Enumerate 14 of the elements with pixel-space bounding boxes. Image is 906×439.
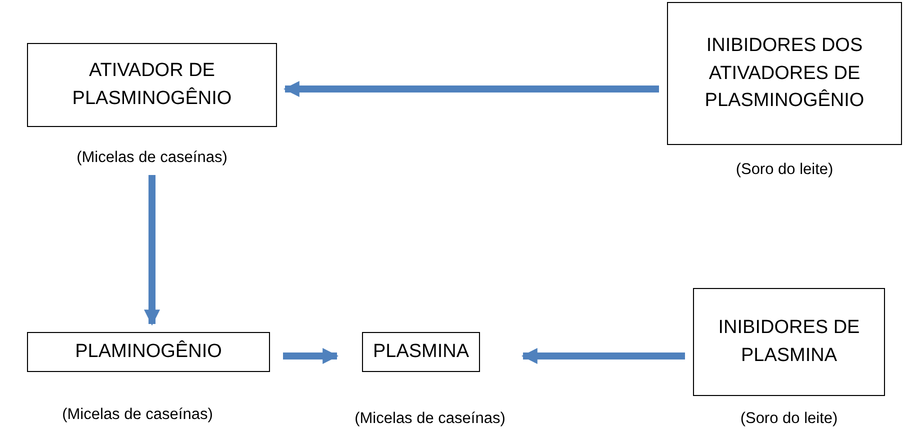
location-note: (Soro do leite) bbox=[736, 161, 834, 179]
arrow bbox=[283, 81, 659, 97]
location-note: (Soro do leite) bbox=[740, 410, 838, 428]
arrow bbox=[144, 175, 160, 326]
process-box: INIBIDORES DE PLASMINA bbox=[693, 288, 885, 396]
location-note: (Micelas de caseínas) bbox=[354, 410, 506, 428]
arrow bbox=[521, 348, 685, 364]
arrow bbox=[283, 348, 339, 364]
location-note: (Micelas de caseínas) bbox=[76, 149, 228, 167]
process-box: PLAMINOGÊNIO bbox=[27, 332, 270, 372]
process-box: ATIVADOR DE PLASMINOGÊNIO bbox=[27, 43, 277, 127]
process-box: PLASMINA bbox=[362, 332, 480, 372]
location-note: (Micelas de caseínas) bbox=[62, 406, 213, 424]
process-box: INIBIDORES DOS ATIVADORES DE PLASMINOGÊNIO bbox=[667, 2, 902, 145]
